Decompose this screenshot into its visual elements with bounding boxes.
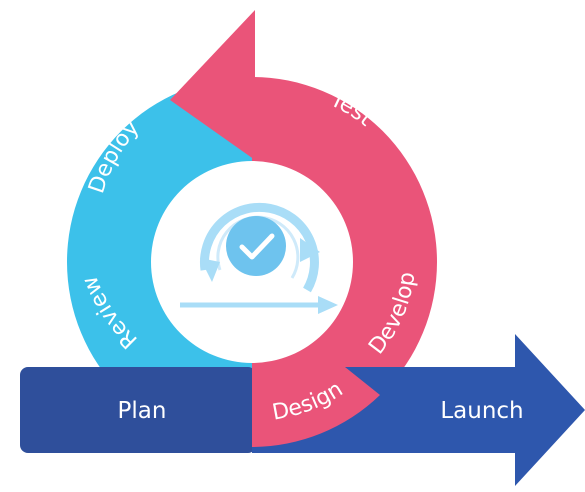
cycle-arrowhead-left-icon: [200, 258, 220, 282]
cycle-arc-icon: [199, 202, 319, 293]
checkmark-icon: [239, 233, 275, 260]
ring-red-segment: [252, 77, 437, 447]
agile-cycle-checkmark-icon: [180, 202, 338, 314]
cycle-arrowhead-icon: [300, 238, 320, 262]
timeline-bar-plan: [20, 367, 256, 453]
cycle-arrowhead: [170, 10, 255, 160]
timeline-label-launch: Launch: [440, 398, 523, 424]
ring-blue-segment: [67, 77, 252, 447]
timeline-label-plan: Plan: [118, 398, 167, 424]
check-circle-icon: [226, 216, 286, 276]
ring-red-over-bar: [252, 367, 380, 447]
progress-arrowhead-icon: [318, 296, 338, 314]
